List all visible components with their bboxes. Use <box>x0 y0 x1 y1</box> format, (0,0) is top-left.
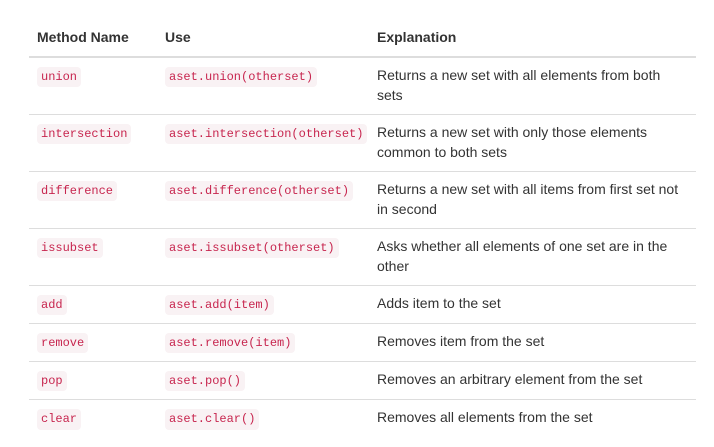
header-row: Method Name Use Explanation <box>29 20 696 58</box>
explanation-cell: Removes an arbitrary element from the se… <box>369 361 696 401</box>
table-row: intersection aset.intersection(otherset)… <box>29 114 696 172</box>
explanation-cell: Returns a new set with all items from fi… <box>369 171 696 229</box>
method-cell: add <box>29 285 157 325</box>
method-cell: intersection <box>29 114 157 172</box>
use-code: aset.pop() <box>165 371 246 392</box>
use-cell: aset.intersection(otherset) <box>157 114 369 172</box>
use-cell: aset.union(otherset) <box>157 56 369 115</box>
table-header: Method Name Use Explanation <box>29 20 696 58</box>
use-cell: aset.difference(otherset) <box>157 171 369 229</box>
table-row: issubset aset.issubset(otherset) Asks wh… <box>29 228 696 286</box>
use-code: aset.clear() <box>165 409 260 430</box>
use-cell: aset.add(item) <box>157 285 369 325</box>
explanation-cell: Asks whether all elements of one set are… <box>369 228 696 286</box>
method-cell: difference <box>29 171 157 229</box>
explanation-cell: Removes item from the set <box>369 323 696 363</box>
use-cell: aset.issubset(otherset) <box>157 228 369 286</box>
method-cell: pop <box>29 361 157 401</box>
use-cell: aset.remove(item) <box>157 323 369 363</box>
method-code: clear <box>37 409 82 430</box>
explanation-cell: Returns a new set with all elements from… <box>369 56 696 115</box>
use-code: aset.remove(item) <box>165 333 296 354</box>
method-code: intersection <box>37 123 132 145</box>
column-header-use: Use <box>157 20 369 58</box>
method-code: issubset <box>37 237 103 259</box>
method-code: pop <box>37 371 67 392</box>
column-header-method-name: Method Name <box>29 20 157 58</box>
use-cell: aset.clear() <box>157 400 369 438</box>
column-header-explanation: Explanation <box>369 20 696 58</box>
use-code: aset.add(item) <box>165 294 274 316</box>
method-code: remove <box>37 333 89 354</box>
page: Method Name Use Explanation union aset.u… <box>29 20 696 438</box>
method-code: add <box>37 294 67 316</box>
explanation-cell: Removes all elements from the set <box>377 409 593 426</box>
method-cell: clear <box>29 400 157 438</box>
table-row: add aset.add(item) Adds item to the set <box>29 285 696 325</box>
method-cell: union <box>29 56 157 115</box>
use-code: aset.issubset(otherset) <box>165 237 339 259</box>
table-row: pop aset.pop() Removes an arbitrary elem… <box>29 361 696 401</box>
table-body: union aset.union(otherset) Returns a new… <box>29 56 696 438</box>
table-row: difference aset.difference(otherset) Ret… <box>29 171 696 229</box>
use-code: aset.intersection(otherset) <box>165 123 368 145</box>
method-code: union <box>37 66 82 88</box>
explanation-cell: Returns a new set with only those elemen… <box>369 114 696 172</box>
use-code: aset.difference(otherset) <box>165 180 354 202</box>
table-row: union aset.union(otherset) Returns a new… <box>29 56 696 115</box>
method-cell: remove <box>29 323 157 363</box>
method-code: difference <box>37 180 118 202</box>
set-methods-table: Method Name Use Explanation union aset.u… <box>29 20 696 438</box>
use-code: aset.union(otherset) <box>165 66 318 88</box>
table-row: clear aset.clear() Removes all elements … <box>29 400 696 438</box>
explanation-cell: Adds item to the set <box>369 285 696 325</box>
use-cell: aset.pop() <box>157 361 369 401</box>
table-row: remove aset.remove(item) Removes item fr… <box>29 323 696 363</box>
method-cell: issubset <box>29 228 157 286</box>
